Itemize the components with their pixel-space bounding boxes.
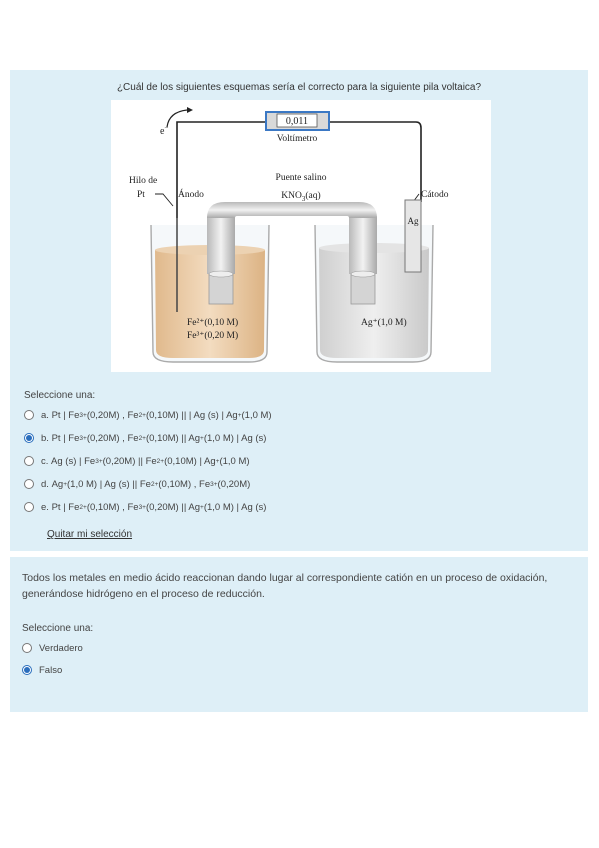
option-d-letter: d.: [41, 478, 49, 490]
radio-option-d[interactable]: [24, 479, 34, 489]
left-solution-line2: Fe³⁺(0,20 M): [187, 330, 238, 341]
cathode-label: Cátodo: [421, 190, 449, 200]
voltaic-cell-diagram: e− 0,011 Voltímetro Hilo de Pt Ánodo Pue…: [129, 107, 449, 363]
wire-label-line1: Hilo de: [129, 176, 157, 186]
salt-bridge-left-arm: [207, 216, 235, 274]
left-solution-line1: Fe²⁺(0,10 M): [187, 317, 238, 328]
wire-label-line2: Pt: [137, 190, 145, 200]
radio-option-e[interactable]: [24, 502, 34, 512]
salt-bridge-right-plug: [350, 273, 376, 305]
voltaic-cell-figure: e− 0,011 Voltímetro Hilo de Pt Ánodo Pue…: [111, 100, 491, 372]
option-e-letter: e.: [41, 501, 49, 513]
select-label: Seleccione una:: [24, 390, 96, 401]
voltmeter-label: Voltímetro: [277, 134, 318, 144]
radio-option-false[interactable]: [22, 665, 32, 675]
option-c-letter: c.: [41, 455, 49, 467]
salt-bridge-right-arm: [349, 216, 377, 274]
question-2-text: Todos los metales en medio ácido reaccio…: [22, 572, 548, 600]
option-false-label: Falso: [39, 664, 63, 676]
anode-label: Ánodo: [178, 188, 204, 200]
right-solution-label: Ag⁺(1,0 M): [361, 317, 407, 328]
question-2-select-label: Seleccione una:: [22, 623, 94, 634]
silver-electrode-label: Ag: [408, 216, 419, 226]
clear-selection-link[interactable]: Quitar mi selección: [47, 529, 133, 540]
question-1-panel: ¿Cuál de los siguientes esquemas sería e…: [10, 70, 588, 551]
option-b-letter: b.: [41, 432, 49, 444]
salt-bridge-label: Puente salino: [276, 173, 327, 183]
salt-bridge-left-plug: [208, 273, 234, 305]
left-wire: [176, 121, 266, 218]
radio-option-a[interactable]: [24, 410, 34, 420]
right-wire: [329, 121, 422, 202]
salt-bridge-solution-label: KNO3(aq): [281, 190, 320, 203]
electron-label: e−: [160, 124, 168, 137]
salt-bridge-top: [207, 202, 377, 218]
radio-option-b[interactable]: [24, 433, 34, 443]
radio-option-true[interactable]: [22, 643, 32, 653]
option-true-label: Verdadero: [39, 642, 83, 654]
option-true[interactable]: Verdadero: [22, 640, 83, 656]
wire-label-pointer: [155, 193, 174, 207]
electron-arrow-head: [187, 107, 193, 113]
option-false[interactable]: Falso: [22, 662, 62, 678]
question-2-panel: Todos los metales en medio ácido reaccio…: [10, 557, 588, 712]
silver-electrode: [404, 199, 422, 273]
option-a-letter: a.: [41, 409, 49, 421]
radio-option-c[interactable]: [24, 456, 34, 466]
voltmeter-display: [276, 113, 318, 128]
electron-arrow: [166, 109, 188, 128]
voltmeter-reading: 0,011: [286, 116, 308, 127]
question-1-text: ¿Cuál de los siguientes esquemas sería e…: [116, 82, 482, 93]
